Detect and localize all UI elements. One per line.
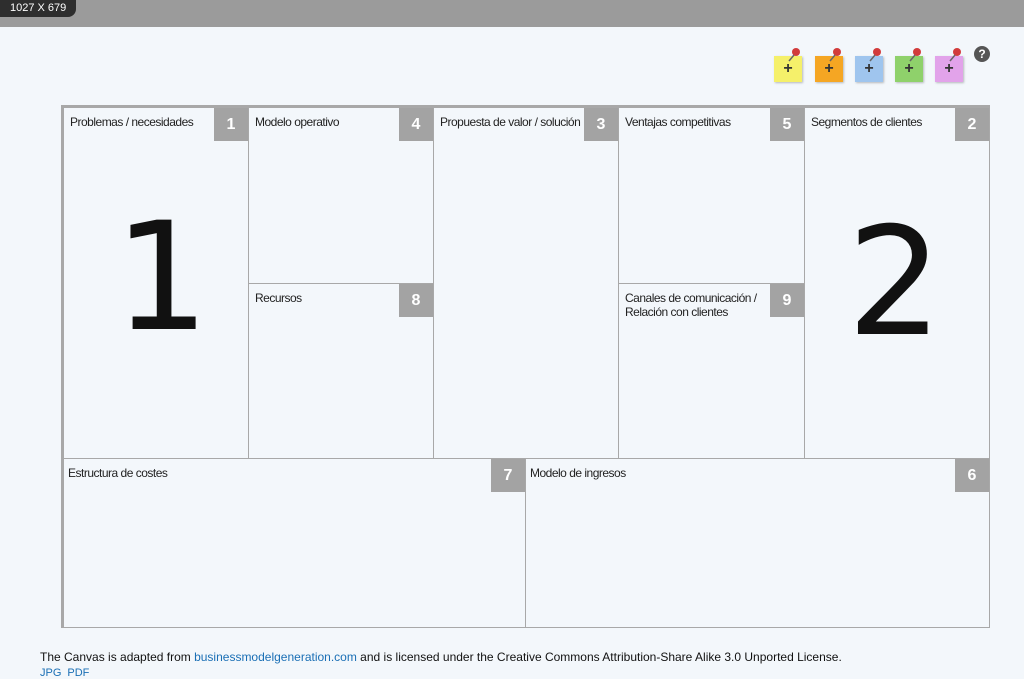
block-title: Modelo operativo	[255, 115, 340, 129]
pushpin-icon	[788, 48, 800, 62]
block-number-badge: 5	[770, 108, 804, 141]
block-channels[interactable]: Canales de comunicación / Relación con c…	[618, 283, 805, 459]
add-blue-note-button[interactable]: +	[855, 48, 883, 82]
block-title: Ventajas competitivas	[625, 115, 731, 129]
plus-icon: +	[944, 60, 954, 77]
download-jpg-link[interactable]: JPG	[40, 667, 62, 679]
block-title: Estructura de costes	[68, 466, 168, 480]
block-number-badge: 6	[955, 459, 989, 492]
pushpin-icon	[869, 48, 881, 62]
add-yellow-note-button[interactable]: +	[774, 48, 802, 82]
block-revenue-model[interactable]: Modelo de ingresos 6	[525, 458, 990, 628]
help-icon[interactable]: ?	[974, 46, 990, 62]
large-number-label: 2	[847, 196, 943, 370]
block-number-badge: 1	[214, 108, 248, 141]
download-links: JPG PDF	[40, 667, 95, 679]
block-value-proposition[interactable]: Propuesta de valor / solución 3	[433, 107, 619, 459]
block-number-badge: 9	[770, 284, 804, 317]
block-operating-model[interactable]: Modelo operativo 4	[248, 107, 434, 284]
block-title: Recursos	[255, 291, 302, 305]
plus-icon: +	[783, 60, 793, 77]
pushpin-icon	[829, 48, 841, 62]
block-title: Modelo de ingresos	[530, 466, 626, 480]
block-customer-segments[interactable]: Segmentos de clientes 2 2	[804, 107, 990, 459]
lean-canvas-board: Problemas / necesidades 1 1 Modelo opera…	[61, 105, 990, 628]
block-competitive-advantages[interactable]: Ventajas competitivas 5	[618, 107, 805, 284]
block-resources[interactable]: Recursos 8	[248, 283, 434, 459]
add-green-note-button[interactable]: +	[895, 48, 923, 82]
pushpin-icon	[909, 48, 921, 62]
large-number-label: 1	[114, 191, 210, 365]
businessmodelgeneration-link[interactable]: businessmodelgeneration.com	[194, 650, 357, 664]
pushpin-icon	[949, 48, 961, 62]
add-orange-note-button[interactable]: +	[815, 48, 843, 82]
block-number-badge: 3	[584, 108, 618, 141]
dimensions-badge: 1027 X 679	[0, 0, 77, 17]
block-title: Propuesta de valor / solución	[440, 115, 581, 129]
block-number-badge: 4	[399, 108, 433, 141]
block-number-badge: 7	[491, 459, 525, 492]
footer-text: and is licensed under the Creative Commo…	[356, 650, 842, 664]
block-number-badge: 2	[955, 108, 989, 141]
block-cost-structure[interactable]: Estructura de costes 7	[63, 458, 526, 628]
block-title: Problemas / necesidades	[70, 115, 194, 129]
add-purple-note-button[interactable]: +	[935, 48, 963, 82]
footer-text: The Canvas is adapted from	[40, 650, 195, 664]
license-footer: The Canvas is adapted from businessmodel…	[40, 650, 842, 664]
block-number-badge: 8	[399, 284, 433, 317]
block-title: Canales de comunicación / Relación con c…	[625, 291, 757, 319]
plus-icon: +	[864, 60, 874, 77]
top-bar: 1027 X 679	[0, 0, 1024, 27]
block-problems[interactable]: Problemas / necesidades 1 1	[63, 107, 249, 459]
download-pdf-link[interactable]: PDF	[67, 667, 90, 679]
block-title: Segmentos de clientes	[811, 115, 922, 129]
plus-icon: +	[824, 60, 834, 77]
plus-icon: +	[904, 60, 914, 77]
